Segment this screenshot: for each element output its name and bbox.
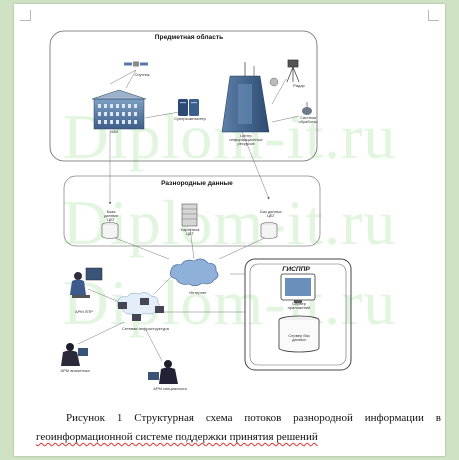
- internet-label: Интернет: [189, 290, 207, 295]
- map-cbt-label: Картотека ЦБТ: [180, 227, 200, 237]
- structural-diagram: [49, 30, 352, 384]
- nii-building-icon: [91, 89, 147, 130]
- db-cbt-right-label: Баз данных ЦБТ: [260, 209, 282, 219]
- arm-analyst-workstation-icon: [61, 343, 88, 366]
- db-server-cylinder-icon: [278, 315, 320, 353]
- arm-lpr-label: АРМ ЛПР: [75, 309, 93, 314]
- caption-line-2: геоинформационной системе поддержки прин…: [36, 431, 318, 443]
- database-cbt-left-icon: [101, 222, 119, 239]
- gisppr-outer-region: [244, 258, 352, 371]
- arm-lpr-workstation-icon: [70, 267, 103, 298]
- nii-label: НИИ: [109, 129, 119, 134]
- corner-mark-top-left: [20, 10, 31, 21]
- arm-analyst-label: АРМ аналитика: [60, 368, 90, 373]
- processing-systems-label: Система обработки: [298, 115, 318, 125]
- info-center-tower-icon: [221, 62, 279, 133]
- arm-specialist-label: АРМ специалиста: [153, 386, 187, 391]
- radar-icon: [286, 59, 300, 83]
- radar-label: Радар: [293, 83, 305, 88]
- caption-line-1: Рисунок 1 Структурная схема потоков разн…: [66, 412, 441, 424]
- app-server-label: Сервер приложений: [287, 301, 311, 311]
- db-cbt-left-label: База данных ЦБТ: [104, 209, 118, 223]
- gisppr-inner-region: [249, 263, 347, 366]
- heterogeneous-data-region: [63, 175, 321, 247]
- heterogeneous-data-heading: Разнородные данные: [161, 180, 233, 187]
- card-catalog-icon: [181, 203, 198, 227]
- supercomputer-icon: [178, 99, 199, 116]
- app-server-monitor-icon: [280, 273, 316, 303]
- subject-area-region: [49, 30, 318, 162]
- satellite-icon: [124, 61, 148, 67]
- document-page: Diplom-it.ru Diplom-it.ru Diplom-it.ru: [14, 4, 445, 456]
- internet-cloud-icon: [169, 258, 219, 287]
- supercomputer-label: Суперкомпьютер: [174, 116, 206, 121]
- network-infrastructure-icon: [116, 292, 164, 321]
- satellite-label: Спутник: [134, 72, 150, 77]
- database-cbt-right-icon: [260, 222, 278, 239]
- subject-area-heading: Предметная область: [154, 34, 224, 41]
- processing-system-icon: [302, 102, 312, 115]
- network-infra-label: Сетевая инфраструктура: [122, 326, 169, 331]
- connection-lines: [77, 69, 300, 362]
- info-center-label: Центр информационных ресурсов: [229, 133, 263, 147]
- gisppr-heading: ГИСППР: [282, 266, 310, 273]
- corner-mark-top-right: [428, 10, 439, 21]
- figure-caption: Рисунок 1 Структурная схема потоков разн…: [36, 409, 441, 447]
- db-server-label: Сервер баз данных: [288, 333, 310, 343]
- arm-specialist-workstation-icon: [148, 360, 178, 384]
